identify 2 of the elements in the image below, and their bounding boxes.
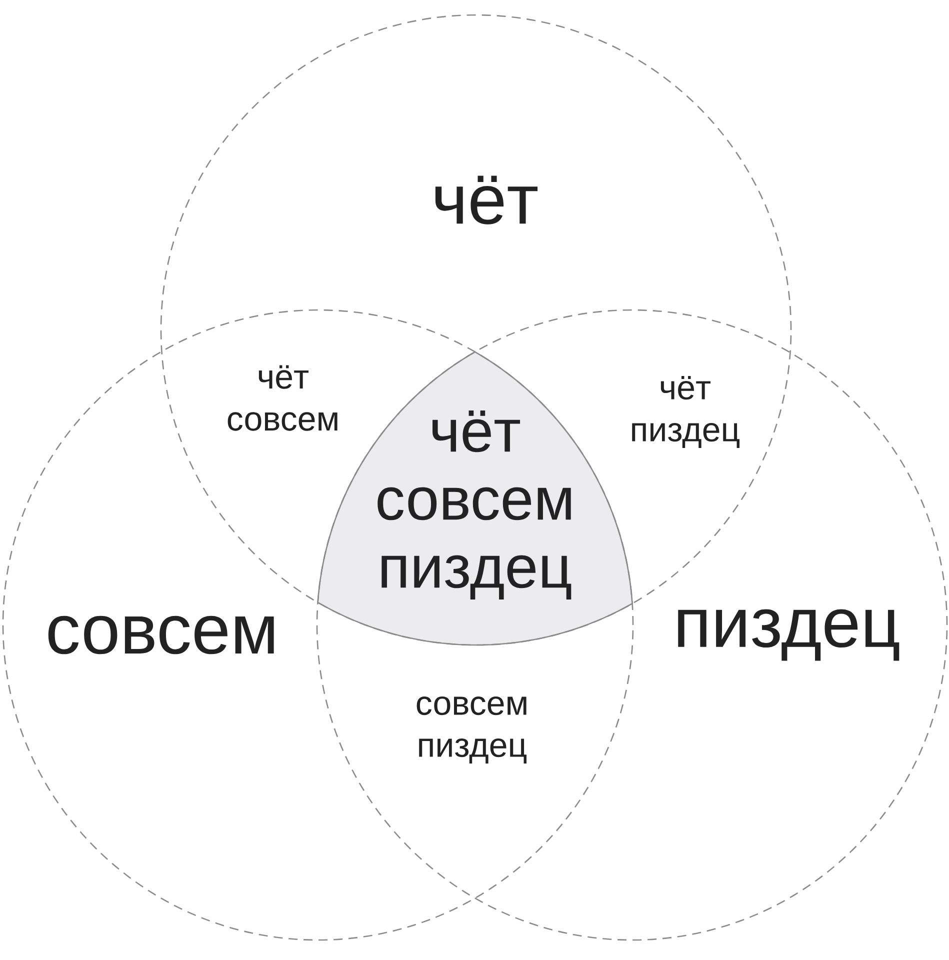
- region-label: чёт пиздец: [632, 376, 740, 448]
- region-label: совсем пиздец: [416, 696, 526, 764]
